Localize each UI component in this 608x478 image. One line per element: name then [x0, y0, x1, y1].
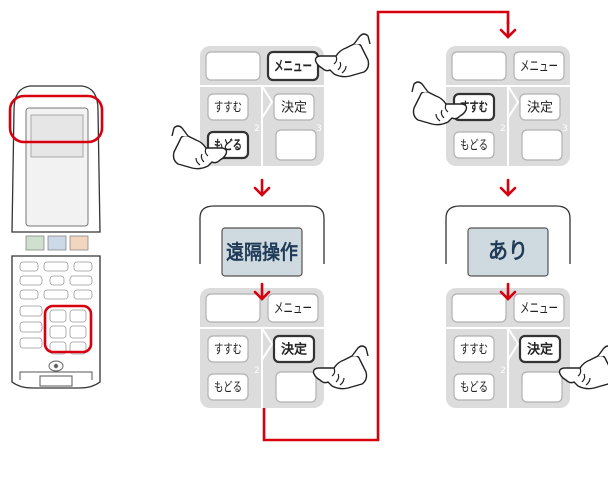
confirm-key-label: 決定 — [527, 342, 553, 358]
confirm-key-label: 決定 — [527, 101, 553, 116]
number-2-label: 2 — [254, 124, 260, 134]
back-key[interactable]: もどる — [454, 132, 494, 158]
display-remote-operation: 遠隔操作 — [200, 206, 324, 276]
down-arrow-icon — [501, 180, 515, 195]
blank-key[interactable] — [452, 294, 506, 322]
advance-key-label: すすむ — [214, 101, 242, 116]
back-key-label: もどる — [460, 139, 488, 154]
menu-key[interactable]: メニュー — [514, 52, 564, 80]
key-3[interactable] — [522, 130, 562, 160]
confirm-key-label: 決定 — [281, 342, 307, 358]
confirm-key-label: 決定 — [281, 101, 307, 116]
key-3[interactable] — [276, 372, 316, 402]
menu-key[interactable]: メニュー — [268, 52, 318, 80]
advance-key[interactable]: すすむ — [208, 336, 248, 362]
advance-key[interactable]: すすむ — [454, 336, 494, 362]
display-on: あり — [446, 206, 570, 276]
confirm-key[interactable]: 決定 — [274, 336, 314, 362]
advance-key[interactable]: すすむ — [208, 94, 248, 120]
display-text-on: あり — [488, 240, 528, 265]
confirm-key[interactable]: 決定 — [520, 94, 560, 120]
green-button[interactable] — [26, 236, 44, 250]
number-2-label: 2 — [500, 366, 506, 376]
menu-key-label: メニュー — [274, 59, 312, 75]
confirm-key[interactable]: 決定 — [274, 94, 314, 120]
down-arrow-icon — [501, 22, 515, 37]
menu-key-label: メニュー — [520, 59, 558, 75]
number-2-label: 2 — [500, 124, 506, 134]
number-3-label: 3 — [316, 124, 322, 134]
blue-button[interactable] — [48, 236, 66, 250]
back-key-label: もどる — [214, 381, 242, 396]
key-3[interactable] — [276, 130, 316, 160]
confirm-key[interactable]: 決定 — [520, 336, 560, 362]
orange-button[interactable] — [70, 236, 88, 250]
display-text-remote-operation: 遠隔操作 — [226, 240, 298, 264]
number-2-label: 2 — [254, 366, 260, 376]
advance-key-label: すすむ — [460, 343, 488, 358]
menu-key-label: メニュー — [520, 301, 558, 317]
back-key[interactable]: もどる — [208, 374, 248, 400]
blank-key[interactable] — [452, 52, 506, 80]
blank-key[interactable] — [206, 52, 260, 80]
back-key-label: もどる — [460, 381, 488, 396]
down-arrow-icon — [255, 180, 269, 195]
number-3-label: 3 — [562, 124, 568, 134]
blank-key[interactable] — [206, 294, 260, 322]
remote-control-icon — [10, 86, 102, 388]
back-key[interactable]: もどる — [454, 374, 494, 400]
menu-key[interactable]: メニュー — [268, 294, 318, 322]
key-3[interactable] — [522, 372, 562, 402]
advance-key-label: すすむ — [214, 343, 242, 358]
menu-key[interactable]: メニュー — [514, 294, 564, 322]
menu-key-label: メニュー — [274, 301, 312, 317]
